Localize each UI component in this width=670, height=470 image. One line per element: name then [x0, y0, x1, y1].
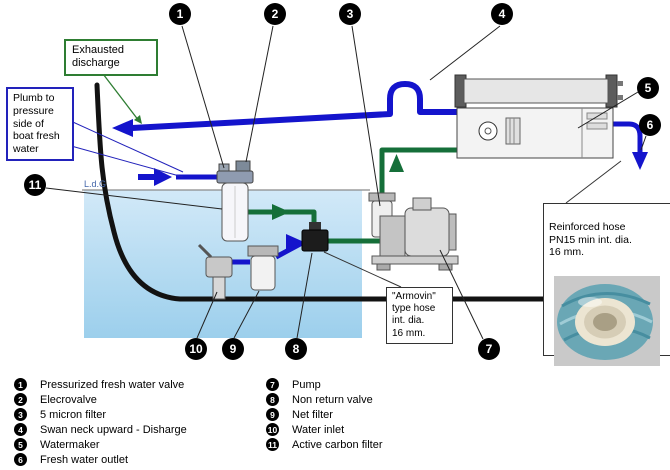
- legend-item: 5 Watermaker: [14, 437, 187, 452]
- green-flow-arrow-up: [389, 154, 404, 172]
- legend-label: Elecrovalve: [40, 393, 97, 406]
- callout-9: 9: [222, 338, 244, 360]
- legend-num-badge: 7: [266, 378, 279, 391]
- legend-label: Active carbon filter: [292, 438, 383, 451]
- discharge-flow-arrow: [112, 119, 133, 137]
- legend-item: 10 Water inlet: [266, 422, 382, 437]
- legend-num-badge: 6: [14, 453, 27, 466]
- legend-item: 11 Active carbon filter: [266, 437, 382, 452]
- electrovalve: [235, 160, 251, 173]
- legend-num-badge: 8: [266, 393, 279, 406]
- callout-10: 10: [185, 338, 207, 360]
- note-leader-lines: [63, 69, 622, 288]
- non-return-valve: [301, 222, 329, 252]
- legend-label: Water inlet: [292, 423, 345, 436]
- legend-label: 5 micron filter: [40, 408, 107, 421]
- legend-label: Watermaker: [40, 438, 100, 451]
- callout-2: 2: [264, 3, 286, 25]
- green-flow-arrow-right: [272, 204, 290, 220]
- exhausted-discharge-note: Exhausted discharge: [64, 39, 158, 76]
- inlet-flow-arrow: [286, 234, 304, 250]
- armovin-hose-note: "Armovin" type hose int. dia. 16 mm.: [386, 287, 453, 344]
- legend-label: Pressurized fresh water valve: [40, 378, 185, 391]
- legend-num-badge: 9: [266, 408, 279, 421]
- legend-item: 3 5 micron filter: [14, 407, 187, 422]
- watermaker: [454, 74, 623, 159]
- freshwater-outlet-pipe: [612, 121, 648, 170]
- plumbing-diagram: [45, 25, 668, 340]
- legend-item: 9 Net filter: [266, 407, 382, 422]
- water-inlet-valve: [197, 243, 233, 300]
- legend-label: Pump: [292, 378, 321, 391]
- legend-num-badge: 10: [266, 423, 279, 436]
- reinforced-hose-note: Reinforced hose PN15 min int. dia. 16 mm…: [543, 203, 670, 366]
- plumb-note: Plumb to pressure side of boat fresh wat…: [6, 87, 74, 161]
- legend-item: 7 Pump: [266, 377, 382, 392]
- carbon-filter: [216, 170, 254, 242]
- watermaker-gauge: [478, 121, 498, 141]
- waterline-label: L.d.G: [84, 179, 107, 189]
- callout-6: 6: [639, 114, 661, 136]
- outlet-flow-arrow: [632, 152, 648, 170]
- hull-outline: [94, 82, 668, 302]
- legend-column-left: 1 Pressurized fresh water valve 2 Elecro…: [14, 377, 187, 467]
- net-filter: [247, 245, 279, 291]
- legend-item: 4 Swan neck upward - Disharge: [14, 422, 187, 437]
- feed-flow-arrow: [154, 168, 172, 186]
- legend-label: Net filter: [292, 408, 333, 421]
- callout-11: 11: [24, 174, 46, 196]
- legend-num-badge: 2: [14, 393, 27, 406]
- legend-item: 2 Elecrovalve: [14, 392, 187, 407]
- freshwater-feed-pipe: [138, 168, 222, 186]
- legend-num-badge: 3: [14, 408, 27, 421]
- callout-5: 5: [637, 77, 659, 99]
- legend-num-badge: 4: [14, 423, 27, 436]
- legend-num-badge: 1: [14, 378, 27, 391]
- hose-photo: [554, 275, 660, 366]
- legend-num-badge: 5: [14, 438, 27, 451]
- legend-label: Non return valve: [292, 393, 373, 406]
- callout-8: 8: [285, 338, 307, 360]
- callout-7: 7: [478, 338, 500, 360]
- watermaker-grille: [505, 117, 521, 145]
- legend-column-right: 7 Pump 8 Non return valve 9 Net filter 1…: [266, 377, 382, 452]
- callout-3: 3: [339, 3, 361, 25]
- legend-num-badge: 11: [266, 438, 279, 451]
- legend-item: 6 Fresh water outlet: [14, 452, 187, 467]
- reinforced-hose-label: Reinforced hose PN15 min int. dia. 16 mm…: [549, 220, 632, 259]
- pump: [371, 197, 459, 271]
- legend-label: Swan neck upward - Disharge: [40, 423, 187, 436]
- callout-1: 1: [169, 3, 191, 25]
- legend-item: 1 Pressurized fresh water valve: [14, 377, 187, 392]
- callout-leader-lines: [45, 25, 647, 340]
- legend-label: Fresh water outlet: [40, 453, 129, 466]
- discharge-pipe: [112, 81, 457, 137]
- callout-4: 4: [491, 3, 513, 25]
- legend-item: 8 Non return valve: [266, 392, 382, 407]
